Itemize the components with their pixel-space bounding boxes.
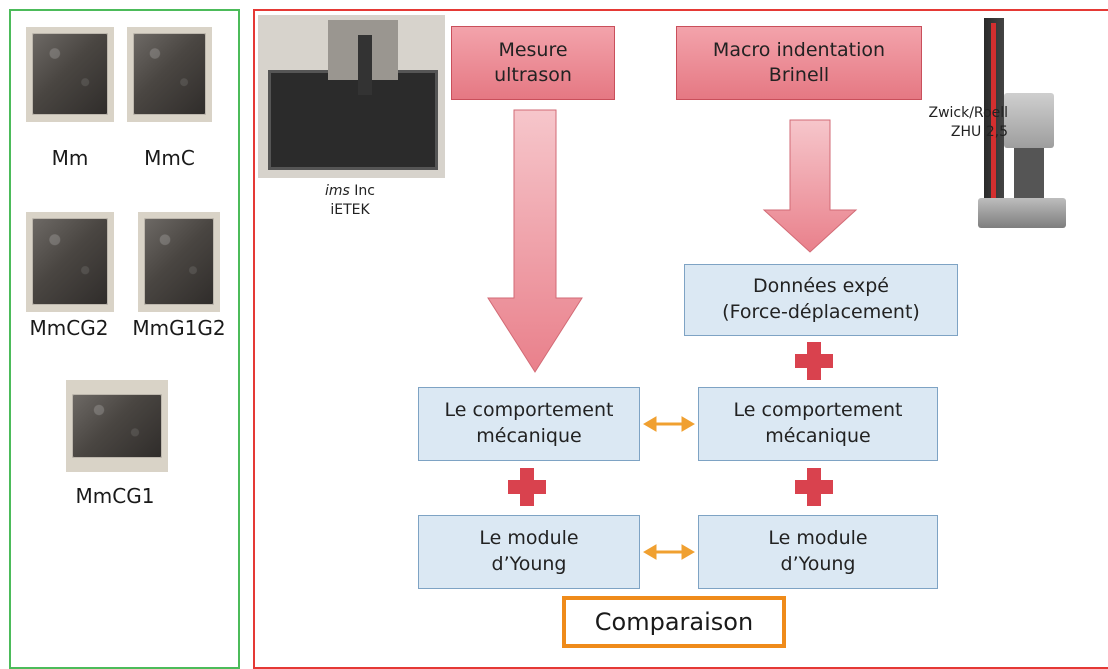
behavior-right-line1: Le comportement	[733, 399, 903, 422]
sample-photo-mmcg1	[66, 380, 168, 472]
zwick-caption: Zwick/Roell ZHU 2,5	[908, 104, 1008, 142]
ultrasound-line2: ultrason	[494, 64, 572, 86]
sample-label-mmg1g2: MmG1G2	[132, 316, 226, 340]
comparison-box: Comparaison	[562, 596, 786, 648]
sample-photo-mm	[26, 27, 114, 122]
ultrasound-machine-photo	[258, 15, 445, 178]
behavior-left-line2: mécanique	[476, 425, 582, 447]
data-line2: (Force-déplacement)	[722, 301, 920, 323]
ultrasound-line1: Mesure	[498, 39, 568, 62]
brinell-line2: Brinell	[768, 64, 830, 86]
machine-base	[978, 198, 1066, 228]
modulus-right-line2: d’Young	[780, 553, 856, 575]
zwick-machine-photo	[978, 18, 1068, 236]
sample-label-mmcg1: MmCG1	[75, 484, 155, 508]
sample-label-mmcg2: MmCG2	[29, 316, 109, 340]
double-arrow-icon	[643, 416, 695, 432]
experimental-data-box: Données expé (Force-déplacement)	[684, 264, 958, 336]
ultrasound-caption: ims Inc iETEK	[300, 182, 400, 220]
sample-photo-mmg1g2	[138, 212, 220, 312]
brinell-line1: Macro indentation	[712, 39, 886, 62]
plus-icon	[795, 468, 833, 506]
block-image	[72, 394, 162, 458]
plus-icon	[508, 468, 546, 506]
down-arrow-ultrasound	[487, 109, 583, 373]
behavior-left-line1: Le comportement	[444, 399, 614, 422]
down-arrow-brinell	[762, 119, 858, 253]
young-modulus-box-right: Le module d’Young	[698, 515, 938, 589]
ietek-label: iETEK	[330, 201, 370, 218]
sample-label-mm: Mm	[51, 146, 89, 170]
ims-suffix: Inc	[349, 183, 375, 199]
cube-image	[32, 218, 108, 305]
zwick-line2: ZHU 2,5	[950, 123, 1008, 140]
machine-indenter	[1014, 148, 1044, 198]
sample-photo-mmcg2	[26, 212, 114, 312]
behavior-right-line2: mécanique	[765, 425, 871, 447]
zwick-line1: Zwick/Roell	[928, 105, 1008, 121]
double-arrow-icon	[643, 544, 695, 560]
comparison-label: Comparaison	[594, 608, 754, 636]
data-line1: Données expé	[752, 275, 889, 298]
ultrasound-caption-line1: ims Inc	[300, 182, 400, 201]
plus-icon	[795, 342, 833, 380]
behavior-box-right: Le comportement mécanique	[698, 387, 938, 461]
young-modulus-box-left: Le module d’Young	[418, 515, 640, 589]
machine-column-stripe	[991, 23, 996, 223]
cube-image	[144, 218, 214, 305]
machine-head	[1004, 93, 1054, 148]
cube-image	[32, 33, 108, 115]
machine-probe	[358, 35, 372, 95]
modulus-left-line1: Le module	[479, 527, 579, 550]
sample-photo-mmc	[127, 27, 212, 122]
cube-image	[133, 33, 206, 115]
ims-brand: ims	[325, 183, 350, 199]
modulus-right-line1: Le module	[768, 527, 868, 550]
behavior-box-left: Le comportement mécanique	[418, 387, 640, 461]
sample-label-mmc: MmC	[144, 146, 195, 170]
modulus-left-line2: d’Young	[491, 553, 567, 575]
